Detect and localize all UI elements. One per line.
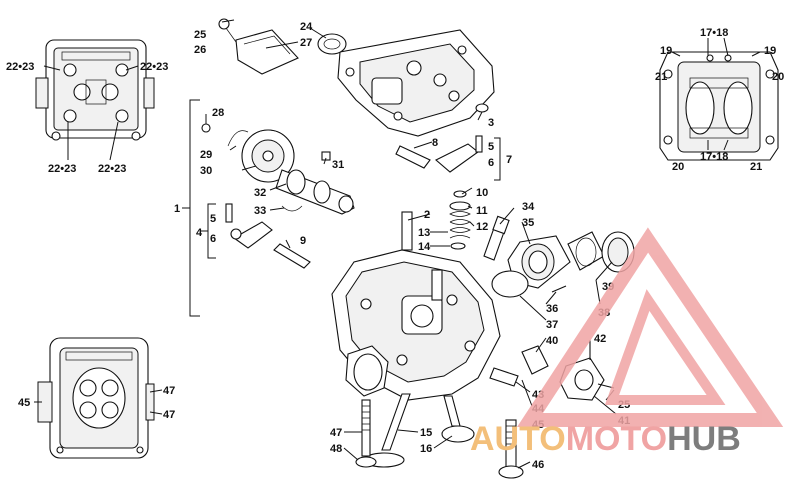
callout-46: 46 bbox=[532, 459, 544, 471]
callout-1: 1 bbox=[174, 203, 180, 215]
watermark-hub: HUB bbox=[667, 420, 741, 458]
callout-15: 15 bbox=[420, 427, 432, 439]
callout-17-18-bottom: 17•18 bbox=[700, 151, 728, 163]
watermark-auto: AUTO bbox=[470, 420, 566, 458]
inset-head-top-right bbox=[659, 51, 779, 161]
valve-15 bbox=[381, 393, 411, 451]
callout-10: 10 bbox=[476, 187, 488, 199]
clip-29 bbox=[227, 130, 249, 147]
adjuster-upper bbox=[475, 135, 483, 153]
valve-16 bbox=[443, 395, 461, 427]
rocker-shaft-9 bbox=[273, 243, 311, 269]
callout-7: 7 bbox=[506, 154, 512, 166]
inset-head-bottom bbox=[37, 337, 155, 459]
callout-6-upper: 6 bbox=[488, 157, 494, 169]
callout-22-23-b: 22•23 bbox=[140, 61, 168, 73]
callout-40: 40 bbox=[546, 335, 558, 347]
o-ring-37 bbox=[491, 270, 529, 298]
callout-26: 26 bbox=[194, 44, 206, 56]
callout-45-inset: 45 bbox=[18, 397, 30, 409]
callout-4: 4 bbox=[196, 227, 203, 239]
bolt-36 bbox=[551, 285, 567, 293]
part-3 bbox=[475, 103, 489, 113]
watermark-logo bbox=[517, 227, 784, 427]
bolt-25 bbox=[218, 18, 230, 30]
callout-28: 28 bbox=[212, 107, 224, 119]
callout-31: 31 bbox=[332, 159, 344, 171]
callout-12: 12 bbox=[476, 221, 488, 233]
callout-20-left: 20 bbox=[672, 161, 684, 173]
pin-31 bbox=[321, 151, 331, 161]
callout-36: 36 bbox=[546, 303, 558, 315]
rocker-arm-lower bbox=[232, 221, 273, 249]
sensor-43 bbox=[489, 367, 519, 387]
callout-47-main: 47 bbox=[330, 427, 342, 439]
rocker-shaft-8 bbox=[395, 145, 431, 169]
callout-3: 3 bbox=[488, 117, 494, 129]
callout-33: 33 bbox=[254, 205, 266, 217]
callout-35: 35 bbox=[522, 217, 534, 229]
callout-24: 24 bbox=[300, 21, 313, 33]
callout-47-inset-b: 47 bbox=[163, 409, 175, 421]
callout-22-23-d: 22•23 bbox=[98, 163, 126, 175]
callout-8: 8 bbox=[432, 137, 438, 149]
callout-42: 42 bbox=[594, 333, 606, 345]
callout-27: 27 bbox=[300, 37, 312, 49]
rocker-arm-upper bbox=[435, 143, 479, 173]
callout-21-right: 21 bbox=[750, 161, 762, 173]
callout-16: 16 bbox=[420, 443, 432, 455]
watermark-text: AUTOMOTOHUB bbox=[470, 420, 741, 459]
nut-48 bbox=[355, 456, 377, 468]
watermark-moto: MOTO bbox=[565, 420, 668, 458]
callout-25-top: 25 bbox=[194, 29, 206, 41]
valve-cover bbox=[337, 29, 495, 137]
callout-29: 29 bbox=[200, 149, 212, 161]
clip-33 bbox=[281, 205, 303, 212]
callout-47-inset-a: 47 bbox=[163, 385, 175, 397]
breather-cap bbox=[235, 29, 299, 75]
stud-47 bbox=[361, 399, 371, 457]
sensor-40 bbox=[521, 345, 549, 375]
bolt-28 bbox=[201, 123, 211, 133]
seal-14 bbox=[450, 242, 466, 250]
callout-6-lower: 6 bbox=[210, 233, 216, 245]
callout-13: 13 bbox=[418, 227, 430, 239]
callout-30: 30 bbox=[200, 165, 212, 177]
callout-20-right: 20 bbox=[772, 71, 784, 83]
callout-14: 14 bbox=[418, 241, 431, 253]
callout-9: 9 bbox=[300, 235, 306, 247]
callout-2: 2 bbox=[424, 209, 430, 221]
callout-11: 11 bbox=[476, 205, 488, 217]
callout-48: 48 bbox=[330, 443, 342, 455]
callout-37: 37 bbox=[546, 319, 558, 331]
callout-22-23-c: 22•23 bbox=[48, 163, 76, 175]
callout-21-left: 21 bbox=[655, 71, 667, 83]
retainer-11 bbox=[449, 201, 471, 211]
seal-24 bbox=[317, 33, 347, 55]
dowel-2 bbox=[401, 211, 413, 251]
adjuster-5 bbox=[225, 203, 233, 223]
callout-32: 32 bbox=[254, 187, 266, 199]
callout-17-18-top: 17•18 bbox=[700, 27, 728, 39]
inset-head-top-left bbox=[35, 39, 155, 141]
callout-5-upper: 5 bbox=[488, 141, 494, 153]
keeper-10 bbox=[453, 190, 467, 198]
callout-22-23-a: 22•23 bbox=[6, 61, 34, 73]
callout-5-lower: 5 bbox=[210, 213, 216, 225]
callout-34: 34 bbox=[522, 201, 535, 213]
callout-19-right: 19 bbox=[764, 45, 776, 57]
callout-19-left: 19 bbox=[660, 45, 672, 57]
cylinder-head bbox=[331, 211, 501, 401]
valve-spring-12 bbox=[449, 211, 471, 239]
